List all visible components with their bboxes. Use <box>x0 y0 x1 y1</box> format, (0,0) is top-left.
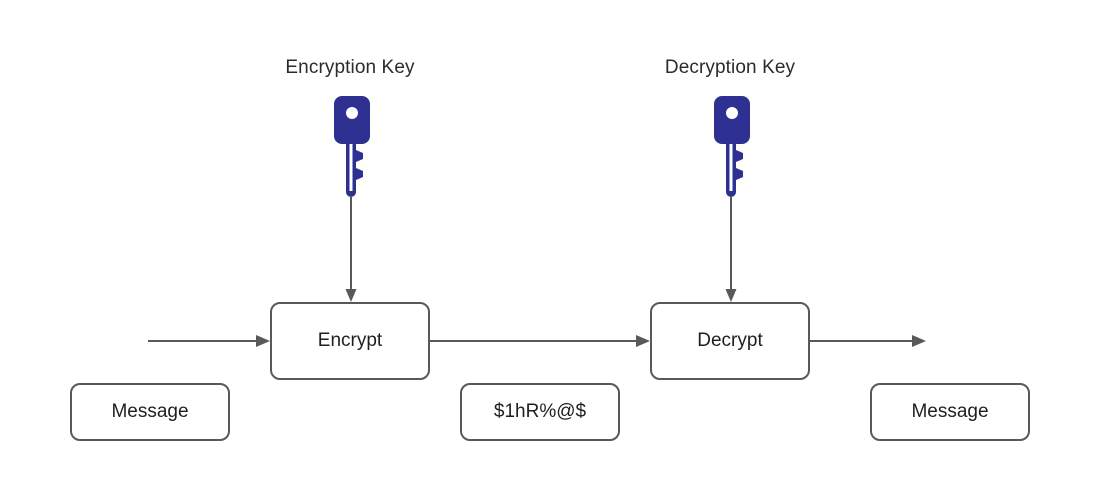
decrypt-process-box[interactable]: Decrypt <box>650 302 810 380</box>
decryption-key-label: Decryption Key <box>664 57 796 78</box>
connector-decryption-key-to-decrypt <box>720 196 742 306</box>
connector-encrypt-to-decrypt <box>428 330 654 352</box>
encrypt-process-box[interactable]: Encrypt <box>270 302 430 380</box>
connector-encryption-key-to-encrypt <box>340 196 362 306</box>
encrypt-process-label: Encrypt <box>317 330 383 351</box>
output-message-box[interactable]: Message <box>870 383 1030 441</box>
input-message-box[interactable]: Message <box>70 383 230 441</box>
ciphertext-label: $1hR%@$ <box>493 401 587 422</box>
connector-input-to-encrypt <box>148 330 274 352</box>
output-message-label: Message <box>911 401 989 422</box>
decrypt-process-label: Decrypt <box>697 330 763 351</box>
encryption-key-icon <box>328 96 374 204</box>
connector-decrypt-to-output <box>808 330 930 352</box>
ciphertext-box[interactable]: $1hR%@$ <box>460 383 620 441</box>
encryption-key-label: Encryption Key <box>285 57 415 78</box>
input-message-label: Message <box>111 401 189 422</box>
decryption-key-icon <box>708 96 754 204</box>
